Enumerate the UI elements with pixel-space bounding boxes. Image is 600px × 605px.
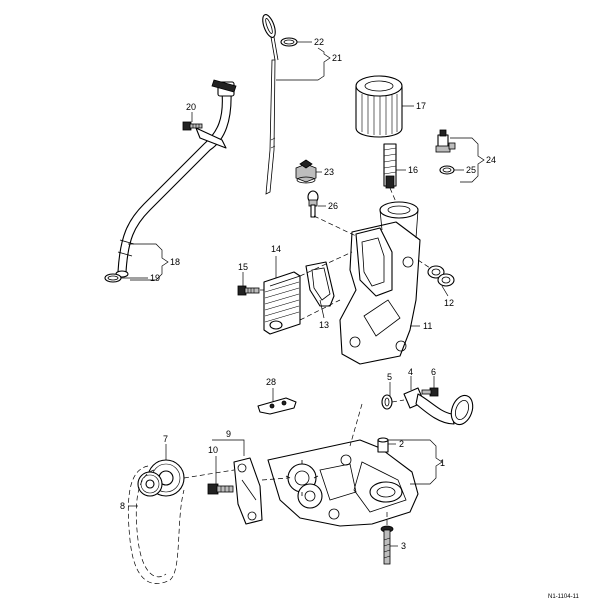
callout-9: 9 [226, 429, 231, 439]
callout-28: 28 [266, 377, 276, 387]
callout-11: 11 [423, 321, 432, 331]
callout-16: 16 [408, 165, 418, 175]
leader-lines [121, 41, 485, 547]
oil-pressure-sensor[interactable] [435, 129, 456, 153]
tube-bracket[interactable] [195, 127, 227, 149]
connecting-bolt[interactable] [307, 190, 319, 218]
tube-oring[interactable] [104, 273, 122, 283]
assembly-lines [183, 187, 431, 528]
pump-sleeve[interactable] [377, 437, 389, 453]
callout-22: 22 [314, 37, 324, 47]
callout-12: 12 [444, 298, 454, 308]
callout-23: 23 [324, 167, 334, 177]
callout-17: 17 [416, 101, 426, 111]
drive-sprocket[interactable] [137, 459, 185, 497]
callout-15: 15 [238, 262, 248, 272]
footer-code: N1-1104-11 [548, 594, 579, 600]
callout-5: 5 [387, 372, 392, 382]
tensioner-bolt[interactable] [207, 483, 234, 495]
callout-3: 3 [401, 541, 406, 551]
dipstick[interactable] [260, 13, 279, 195]
baffle-plate[interactable] [257, 397, 297, 415]
callout-8: 8 [120, 501, 125, 511]
callout-25: 25 [466, 165, 476, 175]
callout-1: 1 [440, 458, 445, 468]
callout-26: 26 [328, 201, 338, 211]
housing-gaskets[interactable] [427, 265, 455, 287]
suction-seal[interactable] [381, 394, 393, 410]
callout-24: 24 [486, 155, 496, 165]
oil-cooler[interactable] [263, 271, 301, 335]
dipstick-tube[interactable] [115, 79, 237, 278]
closure-plug[interactable] [295, 159, 317, 184]
suction-pipe[interactable] [403, 387, 477, 428]
tube-bolt[interactable] [182, 121, 203, 131]
callout-4: 4 [408, 367, 413, 377]
filter-center-tube[interactable] [383, 143, 397, 189]
suction-bolt[interactable] [421, 387, 439, 397]
drive-chain[interactable] [127, 465, 185, 584]
callout-7: 7 [163, 434, 168, 444]
oil-pump[interactable] [267, 439, 419, 527]
callout-13: 13 [319, 320, 329, 330]
sensor-seal[interactable] [439, 165, 455, 175]
callout-2: 2 [399, 439, 404, 449]
callout-14: 14 [271, 244, 281, 254]
oil-filter-housing[interactable] [339, 201, 421, 365]
callout-10: 10 [208, 445, 218, 455]
callouts: 1 2 3 4 5 6 7 8 9 10 11 12 13 14 15 16 1… [120, 37, 579, 600]
callout-19: 19 [150, 273, 160, 283]
dipstick-oring[interactable] [280, 37, 298, 47]
cooler-bolt[interactable] [237, 285, 260, 296]
callout-6: 6 [431, 367, 436, 377]
oil-filter[interactable] [355, 75, 403, 138]
callout-18: 18 [170, 257, 180, 267]
pump-bolt[interactable] [380, 525, 394, 565]
callout-21: 21 [332, 53, 342, 63]
chain-tensioner[interactable] [233, 457, 263, 525]
cooler-gasket[interactable] [305, 261, 335, 307]
callout-20: 20 [186, 102, 196, 112]
